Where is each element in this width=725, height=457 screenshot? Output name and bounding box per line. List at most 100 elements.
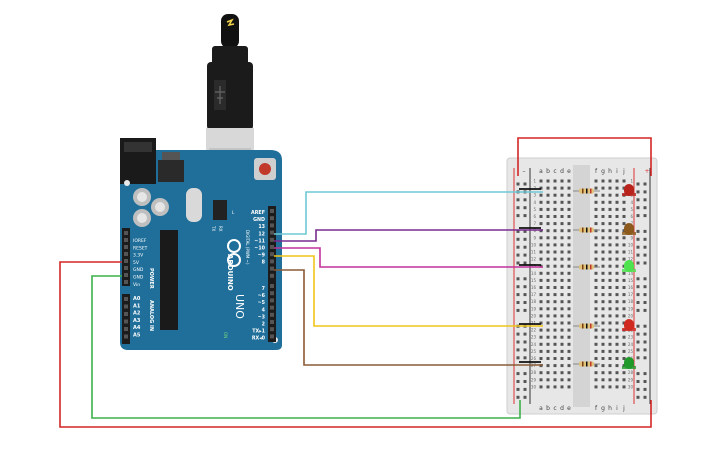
breadboard-hole	[608, 200, 612, 204]
breadboard-hole	[560, 349, 564, 353]
breadboard-hole	[567, 264, 571, 268]
rail-hole	[643, 301, 647, 304]
breadboard-hole	[560, 314, 564, 318]
row-number-left: 18	[531, 299, 537, 304]
analog-pin	[124, 334, 128, 339]
rail-hole	[516, 206, 520, 210]
breadboard-hole	[553, 300, 557, 304]
breadboard-hole	[553, 335, 557, 339]
breadboard-hole	[553, 236, 557, 240]
rail-hole	[643, 324, 647, 328]
breadboard-hole	[615, 342, 619, 346]
digital-pin	[270, 312, 274, 317]
breadboard-hole	[553, 349, 557, 353]
breadboard-hole	[608, 229, 612, 233]
breadboard-hole	[601, 193, 605, 197]
row-number-right: 6	[630, 214, 633, 219]
breadboard-hole	[601, 250, 605, 254]
breadboard-hole	[560, 357, 564, 360]
breadboard-hole	[567, 357, 571, 360]
breadboard-hole	[594, 300, 598, 304]
breadboard-hole	[622, 293, 626, 297]
rail-hole	[643, 340, 647, 344]
rx-led-label: RX	[218, 226, 223, 232]
rail-hole	[523, 332, 527, 336]
breadboard-hole	[560, 364, 564, 368]
breadboard-hole	[546, 342, 550, 346]
breadboard-hole	[553, 271, 557, 275]
breadboard-hole	[553, 278, 557, 282]
breadboard-hole	[594, 314, 598, 318]
rail-hole	[523, 277, 527, 281]
breadboard-hole	[622, 321, 626, 325]
breadboard-hole	[553, 385, 557, 389]
breadboard-hole	[539, 321, 543, 325]
breadboard-hole	[546, 264, 550, 268]
wire-pin10	[274, 255, 543, 327]
digital-pin	[270, 320, 274, 324]
breadboard-hole	[553, 314, 557, 318]
breadboard-hole	[567, 385, 571, 389]
breadboard-hole	[567, 236, 571, 240]
breadboard-hole	[615, 378, 619, 382]
digital-pin-label: ~10	[254, 246, 265, 252]
row-number-left: 21	[531, 321, 537, 326]
breadboard-hole	[567, 229, 571, 233]
breadboard-hole	[560, 243, 564, 247]
breadboard-hole	[601, 264, 605, 268]
breadboard-hole	[608, 207, 612, 211]
rail-hole	[643, 308, 647, 312]
breadboard-hole	[601, 328, 605, 332]
rail-hole	[523, 380, 527, 383]
breadboard-hole	[601, 236, 605, 240]
analog-pin-label: A4	[133, 325, 141, 331]
analog-pin	[124, 304, 128, 309]
breadboard-hole	[622, 385, 626, 389]
breadboard-hole	[615, 257, 619, 261]
row-number-left: 10	[531, 242, 537, 247]
rail-hole	[643, 285, 647, 289]
breadboard-hole	[615, 349, 619, 353]
row-number-left: 20	[531, 313, 537, 318]
breadboard-hole	[615, 200, 619, 204]
breadboard-hole	[539, 250, 543, 254]
breadboard-hole	[601, 207, 605, 211]
breadboard-hole	[615, 179, 619, 183]
rail-hole	[643, 372, 647, 376]
row-number-left: 11	[531, 250, 537, 255]
rail-hole	[523, 214, 527, 218]
breadboard-hole	[560, 193, 564, 197]
breadboard-hole	[539, 215, 543, 218]
row-number-right: 1	[630, 179, 633, 184]
digital-pin-label: 2	[262, 322, 265, 328]
breadboard-hole	[560, 250, 564, 254]
breadboard-hole	[560, 278, 564, 282]
breadboard-hole	[622, 335, 626, 339]
row-number-left: 30	[531, 384, 537, 389]
breadboard-hole	[553, 250, 557, 254]
breadboard-hole	[553, 321, 557, 325]
digital-pin-label: ~3	[258, 314, 265, 320]
column-letter-bottom: b	[546, 405, 550, 412]
rail-hole	[643, 245, 647, 249]
breadboard-hole	[608, 222, 612, 226]
breadboard-hole	[560, 229, 564, 233]
breadboard-hole	[594, 257, 598, 261]
breadboard-hole	[567, 307, 571, 311]
row-number-right: 14	[628, 271, 634, 276]
rail-hole	[636, 261, 640, 265]
breadboard-hole	[546, 286, 550, 289]
breadboard-hole	[553, 264, 557, 268]
breadboard-hole	[594, 278, 598, 282]
breadboard-hole	[608, 179, 612, 183]
breadboard-hole	[546, 250, 550, 254]
breadboard-hole	[539, 328, 543, 332]
rail-hole	[636, 308, 640, 312]
column-letter-top: f	[595, 168, 598, 175]
breadboard-hole	[615, 371, 619, 375]
column-letter-bottom: c	[553, 405, 556, 412]
breadboard-hole	[615, 222, 619, 226]
breadboard-hole	[622, 257, 626, 261]
rail-hole	[643, 277, 647, 281]
breadboard-hole	[539, 293, 543, 297]
